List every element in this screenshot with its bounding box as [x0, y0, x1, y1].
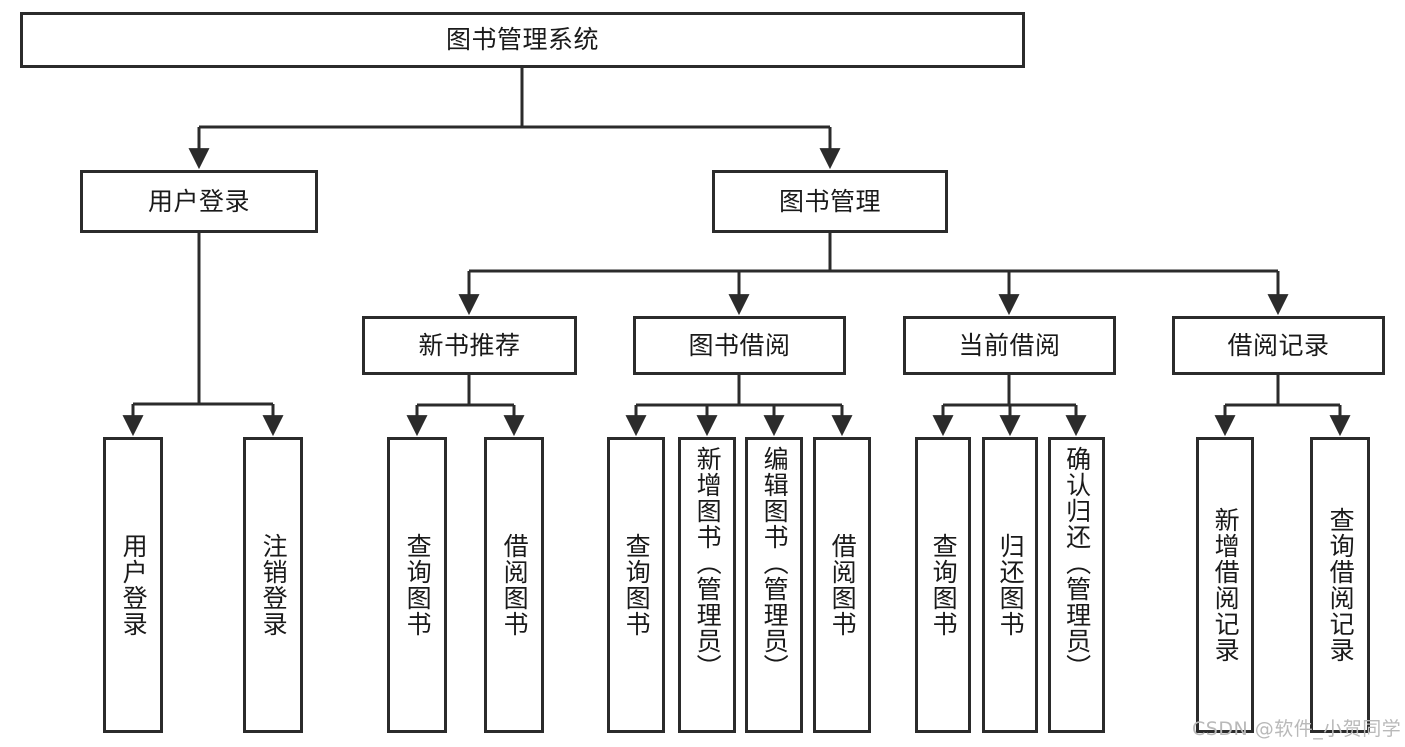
node-label: 新书推荐 — [418, 330, 521, 360]
node-label: 图书管理系统 — [445, 25, 599, 55]
node-label: 借阅图书 — [500, 533, 530, 637]
node-book-borrow[interactable]: 图书借阅 — [633, 316, 846, 375]
node-leaf-user-logout[interactable]: 注销登录 — [243, 437, 303, 733]
node-label: 借阅图书 — [828, 533, 858, 637]
node-leaf-record-add[interactable]: 新增借阅记录 — [1196, 437, 1254, 733]
node-leaf-borrow-lend-book[interactable]: 借阅图书 — [813, 437, 871, 733]
node-leaf-user-login[interactable]: 用户登录 — [103, 437, 163, 733]
node-book-management[interactable]: 图书管理 — [712, 170, 948, 233]
node-label: 确认归还（管理员） — [1062, 446, 1092, 680]
node-label: 归还图书 — [996, 533, 1026, 637]
node-label: 图书借阅 — [688, 330, 791, 360]
node-leaf-current-return-book[interactable]: 归还图书 — [982, 437, 1038, 733]
node-leaf-recommend-query-book[interactable]: 查询图书 — [387, 437, 447, 733]
node-new-book-recommend[interactable]: 新书推荐 — [362, 316, 577, 375]
node-leaf-current-confirm-return[interactable]: 确认归还（管理员） — [1048, 437, 1105, 733]
node-label: 查询借阅记录 — [1326, 507, 1356, 663]
node-user-login[interactable]: 用户登录 — [80, 170, 318, 233]
node-label: 注销登录 — [259, 533, 289, 637]
node-leaf-borrow-add-book[interactable]: 新增图书（管理员） — [678, 437, 736, 733]
node-label: 借阅记录 — [1227, 330, 1330, 360]
node-current-borrow[interactable]: 当前借阅 — [903, 316, 1116, 375]
node-leaf-borrow-edit-book[interactable]: 编辑图书（管理员） — [745, 437, 803, 733]
node-leaf-borrow-query-book[interactable]: 查询图书 — [607, 437, 665, 733]
node-label: 图书管理 — [778, 186, 881, 216]
node-label: 用户登录 — [147, 186, 250, 216]
node-leaf-current-query-book[interactable]: 查询图书 — [915, 437, 971, 733]
node-label: 查询图书 — [403, 533, 433, 637]
node-label: 当前借阅 — [958, 330, 1061, 360]
node-label: 编辑图书（管理员） — [760, 446, 790, 680]
node-label: 新增借阅记录 — [1211, 507, 1241, 663]
node-leaf-recommend-borrow-book[interactable]: 借阅图书 — [484, 437, 544, 733]
node-label: 查询图书 — [622, 533, 652, 637]
node-root-book-management-system[interactable]: 图书管理系统 — [20, 12, 1025, 68]
node-label: 用户登录 — [119, 533, 149, 637]
node-leaf-record-query[interactable]: 查询借阅记录 — [1310, 437, 1370, 733]
node-label: 查询图书 — [929, 533, 959, 637]
node-label: 新增图书（管理员） — [693, 446, 723, 680]
node-borrow-record[interactable]: 借阅记录 — [1172, 316, 1385, 375]
